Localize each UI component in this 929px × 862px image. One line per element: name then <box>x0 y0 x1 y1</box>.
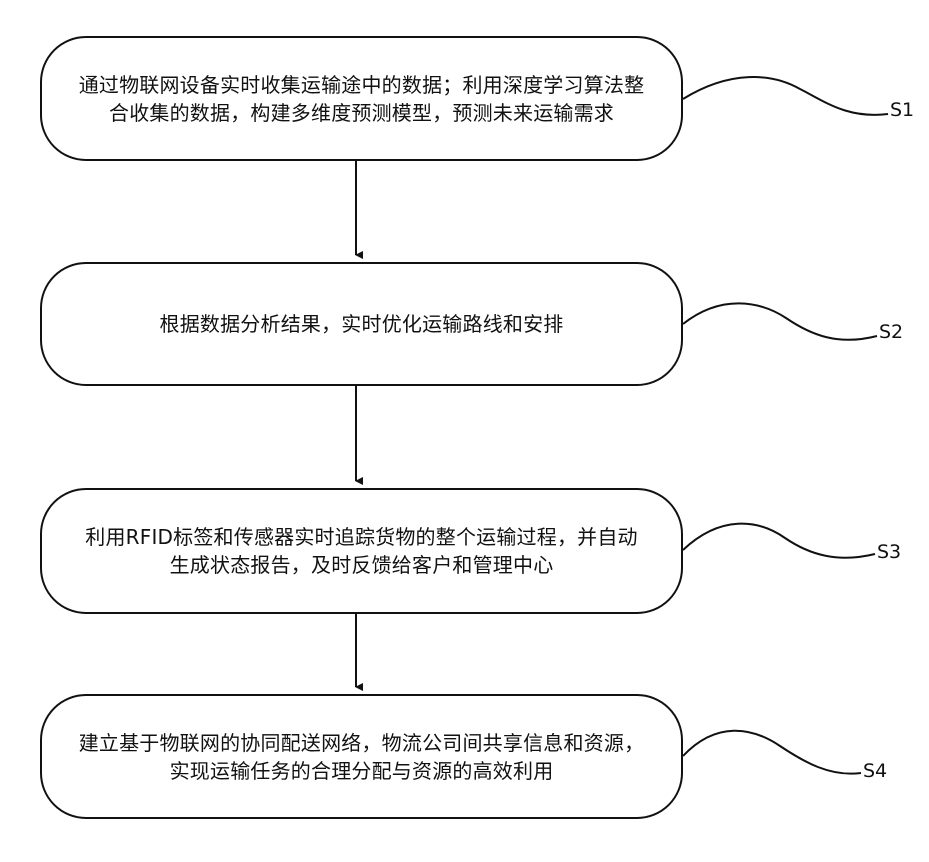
step-text-s2: 根据数据分析结果，实时优化运输路线和安排 <box>76 310 647 338</box>
step-label-s4: S4 <box>863 761 887 781</box>
step-box-s3: 利用RFID标签和传感器实时追踪货物的整个运输过程，并自动生成状态报告，及时反馈… <box>40 488 683 614</box>
step-label-s2: S2 <box>879 322 903 342</box>
leader-line-s1-icon <box>683 77 888 115</box>
leader-line-s3-icon <box>683 524 875 558</box>
step-text-s3: 利用RFID标签和传感器实时追踪货物的整个运输过程，并自动生成状态报告，及时反馈… <box>76 523 647 579</box>
step-box-s2: 根据数据分析结果，实时优化运输路线和安排 <box>40 262 683 386</box>
leader-line-s2-icon <box>683 303 877 339</box>
step-label-s3: S3 <box>877 542 901 562</box>
step-label-s1: S1 <box>890 100 914 120</box>
step-box-s1: 通过物联网设备实时收集运输途中的数据；利用深度学习算法整合收集的数据，构建多维度… <box>40 36 683 161</box>
step-box-s4: 建立基于物联网的协同配送网络，物流公司间共享信息和资源，实现运输任务的合理分配与… <box>40 694 683 819</box>
step-text-s1: 通过物联网设备实时收集运输途中的数据；利用深度学习算法整合收集的数据，构建多维度… <box>76 71 647 127</box>
leader-line-s4-icon <box>683 731 861 774</box>
step-text-s4: 建立基于物联网的协同配送网络，物流公司间共享信息和资源，实现运输任务的合理分配与… <box>76 729 647 785</box>
